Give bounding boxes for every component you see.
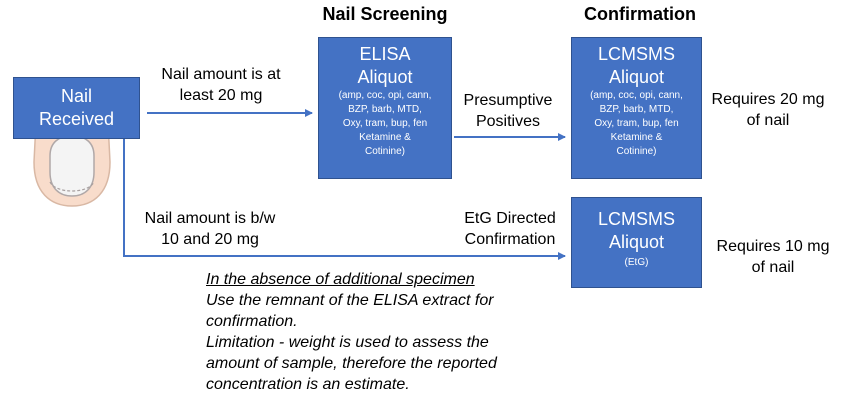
elisa-aliquot-box: ELISA Aliquot (amp, coc, opi, cann, BZP,… xyxy=(318,37,452,179)
fingernail-icon xyxy=(33,122,111,207)
lcmsms-aliquot-box-2: LCMSMS Aliquot (EtG) xyxy=(571,197,702,288)
lcmsms-1-analyte-line: Ketamine & xyxy=(610,132,663,143)
label-line: Nail amount is b/w xyxy=(144,210,276,227)
label-line: Positives xyxy=(475,113,541,130)
note-line: confirmation. xyxy=(206,313,298,330)
elisa-analyte-line: Cotinine) xyxy=(364,146,406,157)
label-line: 10 and 20 mg xyxy=(161,231,259,248)
lcmsms-1-analyte-line: Cotinine) xyxy=(616,146,657,157)
label-line: Presumptive xyxy=(463,92,553,109)
label-requires-10mg: Requires 10 mg of nail xyxy=(705,236,841,278)
note-line: Limitation - weight is used to assess th… xyxy=(206,334,489,351)
label-line: EtG Directed xyxy=(464,210,556,227)
label-line: Requires 20 mg xyxy=(711,91,825,108)
label-requires-20mg: Requires 20 mg of nail xyxy=(700,89,836,131)
nail-received-box: Nail Received xyxy=(13,77,140,139)
label-line: of nail xyxy=(751,259,795,276)
label-line: of nail xyxy=(746,112,790,129)
note-heading: In the absence of additional specimen xyxy=(206,271,475,288)
note-line: concentration is an estimate. xyxy=(206,376,410,393)
label-line: least 20 mg xyxy=(179,87,263,104)
lcmsms-1-analyte-line: Oxy, tram, bup, fen xyxy=(594,118,679,129)
lcmsms-2-title: LCMSMS xyxy=(597,209,675,229)
note-line: amount of sample, therefore the reported xyxy=(206,355,497,372)
remnant-note: In the absence of additional specimen Us… xyxy=(206,269,497,395)
elisa-analyte-line: Ketamine & xyxy=(359,132,411,143)
lcmsms-2-aliquot-label: Aliquot xyxy=(608,232,665,252)
lcmsms-1-title: LCMSMS xyxy=(597,44,675,64)
lcmsms-1-aliquot-label: Aliquot xyxy=(608,67,665,87)
elisa-title: ELISA xyxy=(359,44,411,64)
header-nail-screening: Nail Screening xyxy=(322,4,448,24)
label-etg-directed: EtG Directed Confirmation xyxy=(450,208,570,250)
header-confirmation: Confirmation xyxy=(584,4,696,24)
lcmsms-2-analyte: (EtG) xyxy=(624,257,649,268)
label-line: Requires 10 mg xyxy=(716,238,830,255)
elisa-aliquot-label: Aliquot xyxy=(357,67,413,87)
elisa-analyte-line: Oxy, tram, bup, fen xyxy=(342,118,428,129)
label-nail-amount-20: Nail amount is at least 20 mg xyxy=(146,64,296,106)
elisa-analyte-line: (amp, coc, opi, cann, xyxy=(338,90,432,101)
lcmsms-1-analyte-line: BZP, barb, MTD, xyxy=(599,104,674,115)
label-line: Confirmation xyxy=(464,231,556,248)
lcmsms-1-analyte-line: (amp, coc, opi, cann, xyxy=(590,90,683,101)
nail-received-line1: Nail xyxy=(60,86,92,106)
label-line: Nail amount is at xyxy=(161,66,281,83)
elisa-analyte-line: BZP, barb, MTD, xyxy=(348,104,422,115)
label-presumptive-positives: Presumptive Positives xyxy=(452,90,564,132)
lcmsms-aliquot-box-1: LCMSMS Aliquot (amp, coc, opi, cann, BZP… xyxy=(571,37,702,179)
label-nail-amount-bw: Nail amount is b/w 10 and 20 mg xyxy=(130,208,290,250)
nail-received-line2: Received xyxy=(38,109,115,129)
note-line: Use the remnant of the ELISA extract for xyxy=(206,292,494,309)
arrow-to-lcmsms-2 xyxy=(123,139,566,260)
